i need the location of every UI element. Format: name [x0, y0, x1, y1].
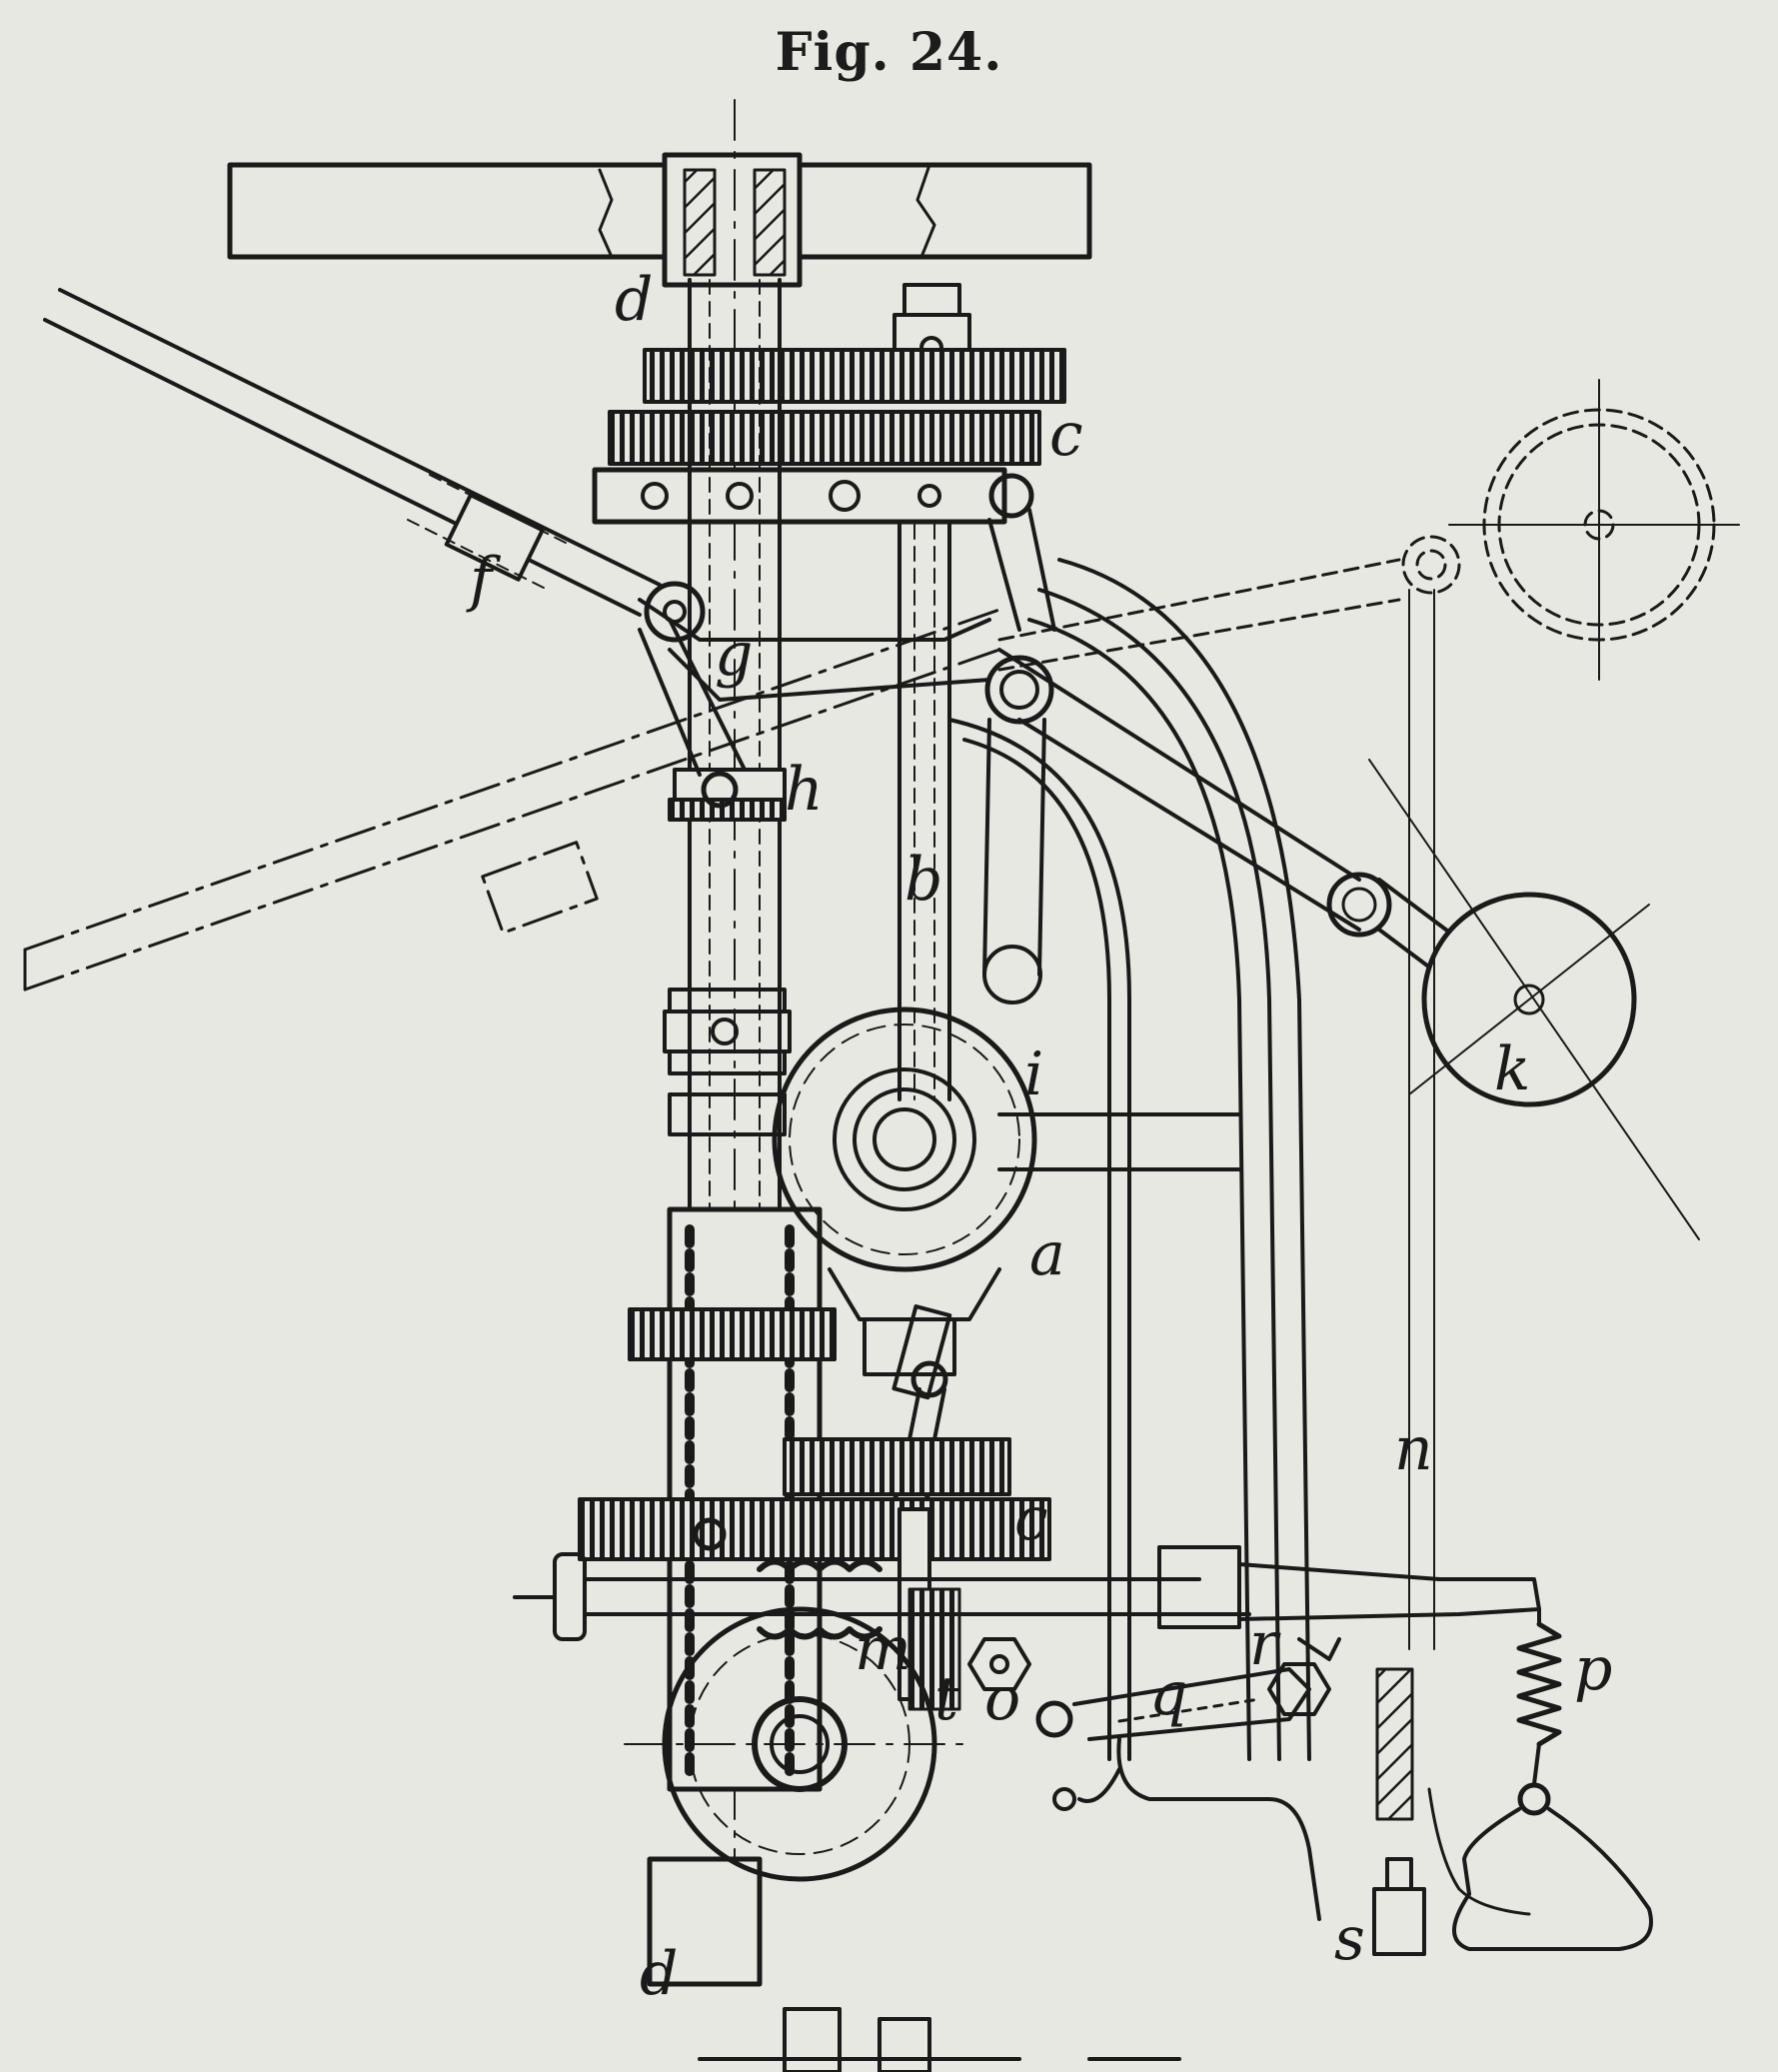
label-d-top: d [615, 265, 653, 335]
lever-f [43, 288, 662, 617]
diagram-labels: d c f g h b i k a c n m t o q r p d s [466, 265, 1612, 2009]
label-k: k [1494, 1035, 1530, 1104]
link-h [638, 618, 747, 809]
frame-base-r [1052, 1637, 1414, 1921]
worm-shaft [513, 1517, 1541, 1641]
crank-arm [982, 508, 1056, 1005]
upper-screw-cap [892, 283, 971, 360]
label-n: n [1394, 1414, 1433, 1484]
weight-alt-centerlines [1408, 379, 1740, 1650]
label-r: r [1249, 1609, 1281, 1679]
label-q: q [1149, 1659, 1187, 1729]
worm-wheel-i [772, 1007, 1241, 1376]
label-s: s [1334, 1904, 1365, 1974]
label-g: g [715, 620, 753, 690]
lever-alt-position [23, 608, 1001, 992]
spring-p [1372, 1607, 1653, 1956]
label-t: t [934, 1664, 959, 1734]
label-b: b [904, 845, 942, 915]
label-p: p [1574, 1634, 1612, 1704]
upper-gear-stack [592, 348, 1066, 525]
balance-arm [997, 648, 1700, 1240]
label-a: a [1029, 1219, 1065, 1289]
label-i: i [1024, 1039, 1043, 1109]
label-m: m [855, 1614, 911, 1684]
weight-alt-position [997, 408, 1716, 672]
label-d-bottom: d [640, 1939, 678, 2009]
lever-oq [967, 1637, 1331, 1741]
frame-arch [947, 558, 1311, 1761]
label-h: h [785, 755, 824, 825]
label-c-top: c [1049, 400, 1083, 470]
vertical-spindle [628, 278, 837, 1987]
label-o: o [984, 1664, 1020, 1734]
lever-arm-g [638, 581, 991, 702]
lower-wheel-m [624, 1606, 975, 1882]
figure-title: Fig. 24. [775, 22, 1003, 83]
vertical-rack-b [897, 523, 951, 1101]
lower-gear-stack [578, 1437, 1051, 1711]
label-c-bottom: c [1014, 1484, 1048, 1554]
bottom-fragment [698, 2007, 1181, 2072]
